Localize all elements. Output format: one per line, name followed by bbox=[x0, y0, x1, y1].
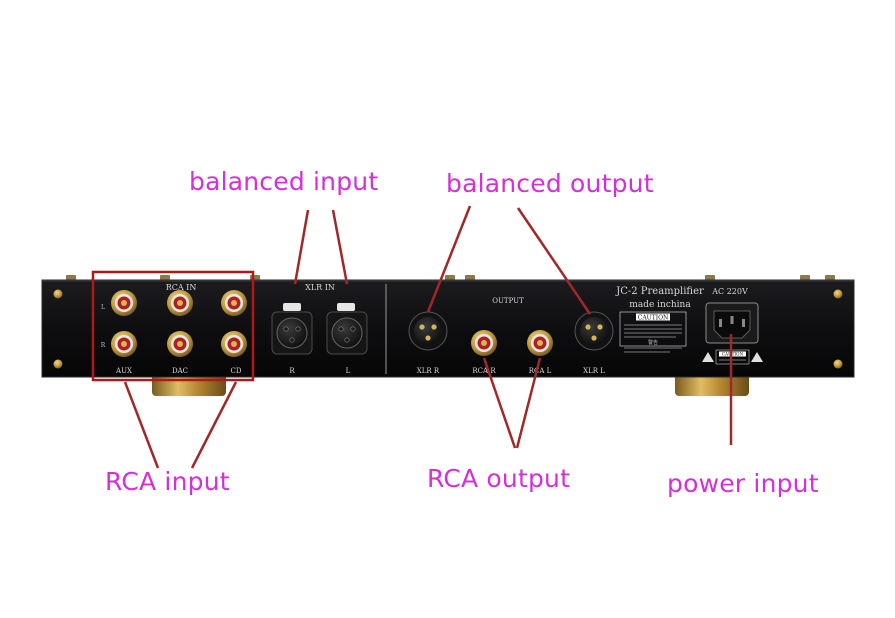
gold-foot-left bbox=[152, 372, 226, 396]
xlr-r-out-label: XLR R bbox=[417, 367, 440, 375]
xlr-r-in-label: R bbox=[289, 367, 295, 375]
xlr-input-jacks bbox=[271, 303, 368, 355]
power-input-callout: power input bbox=[667, 469, 819, 498]
pointer-lines bbox=[123, 205, 733, 469]
cd-label: CD bbox=[231, 367, 242, 375]
balanced-output-callout: balanced output bbox=[446, 169, 654, 198]
channel-r-label: R bbox=[101, 342, 106, 349]
made-in-label: made inchina bbox=[629, 300, 691, 310]
xlr-l-in-label: L bbox=[346, 367, 351, 375]
xlr-in-label: XLR IN bbox=[305, 283, 335, 292]
caution-label bbox=[619, 311, 687, 353]
iec-power-inlet bbox=[705, 302, 759, 344]
rca-r-out-label: RCA R bbox=[472, 367, 496, 375]
xlr-l-out-label: XLR L bbox=[583, 367, 605, 375]
rca-input-highlight-box bbox=[91, 270, 255, 382]
aux-label: AUX bbox=[115, 367, 132, 375]
rca-output-callout: RCA output bbox=[427, 464, 571, 493]
caution-bottom-title: CAUTION bbox=[722, 352, 744, 357]
rca-input-callout: RCA input bbox=[105, 467, 230, 496]
channel-l-label: L bbox=[101, 304, 105, 311]
rca-input-jacks bbox=[111, 290, 247, 357]
rca-output-jacks bbox=[471, 330, 553, 356]
output-label: OUTPUT bbox=[492, 297, 524, 305]
balanced-input-callout: balanced input bbox=[189, 167, 379, 196]
rca-l-out-label: RCA L bbox=[529, 367, 552, 375]
rca-in-label: RCA IN bbox=[166, 283, 197, 292]
dac-label: DAC bbox=[172, 367, 188, 375]
caution-title: CAUTION bbox=[638, 315, 669, 322]
model-name: JC-2 Preamplifier bbox=[615, 286, 704, 297]
voltage-label: AC 220V bbox=[711, 287, 748, 296]
rack-screws bbox=[53, 289, 843, 369]
xlr-output-jacks bbox=[408, 311, 614, 351]
warning-triangles bbox=[702, 349, 763, 365]
warning-cn-label: 警告 bbox=[648, 339, 658, 346]
